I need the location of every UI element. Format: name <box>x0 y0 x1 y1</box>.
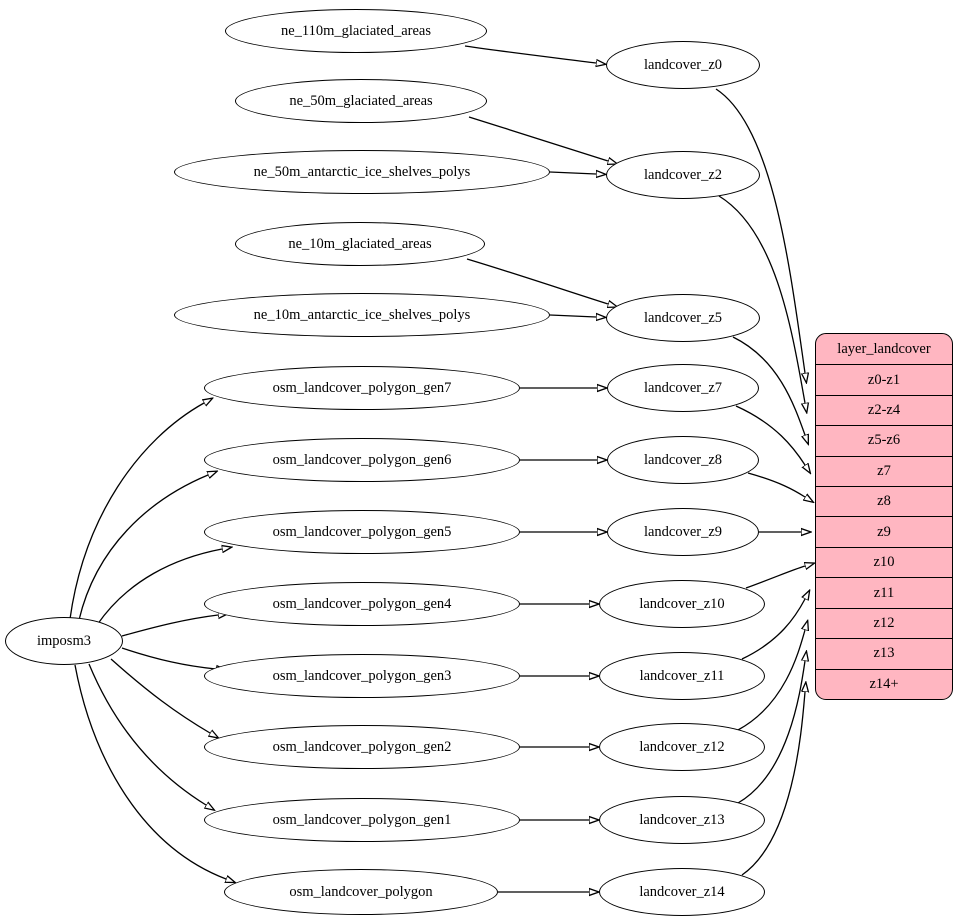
edge-imposm3-to-osm_landcover_polygon_gen2 <box>110 658 210 733</box>
edge-landcover_z12-to-layer_landcover-z12 <box>737 630 805 731</box>
edge-ne_50m_antarctic_ice_shelves_polys-to-landcover_z2 <box>549 172 596 174</box>
node-label: osm_landcover_polygon_gen2 <box>272 738 452 755</box>
node-osm-landcover-polygon-gen5: osm_landcover_polygon_gen5 <box>204 510 520 554</box>
node-landcover-z13: landcover_z13 <box>599 796 765 844</box>
node-osm-landcover-polygon-gen6: osm_landcover_polygon_gen6 <box>204 438 520 482</box>
node-label: ne_10m_glaciated_areas <box>288 235 432 252</box>
node-landcover-z8: landcover_z8 <box>607 436 759 484</box>
node-label: landcover_z0 <box>643 56 723 73</box>
edge-landcover_z13-to-layer_landcover-z13 <box>737 661 805 804</box>
node-label: osm_landcover_polygon_gen6 <box>272 451 452 468</box>
node-label: landcover_z9 <box>643 523 723 540</box>
edge-landcover_z8-to-layer_landcover-z8 <box>747 472 805 497</box>
node-landcover-z12: landcover_z12 <box>599 723 765 771</box>
table-row-z5-z6: z5-z6 <box>816 425 952 455</box>
node-label: landcover_z10 <box>639 595 725 612</box>
node-imposm3: imposm3 <box>5 617 123 665</box>
node-label: osm_landcover_polygon_gen5 <box>272 523 452 540</box>
node-label: landcover_z8 <box>643 451 723 468</box>
node-osm-landcover-polygon: osm_landcover_polygon <box>224 869 498 915</box>
table-header: layer_landcover <box>837 340 931 357</box>
node-label: osm_landcover_polygon_gen7 <box>272 379 452 396</box>
node-ne-10m-glaciated-areas: ne_10m_glaciated_areas <box>235 222 485 266</box>
node-landcover-z9: landcover_z9 <box>607 508 759 556</box>
layer-landcover-table: layer_landcover z0-z1 z2-z4 z5-z6 z7 z8 … <box>815 333 953 700</box>
node-label: landcover_z11 <box>639 667 725 684</box>
node-ne-50m-glaciated-areas: ne_50m_glaciated_areas <box>235 79 487 123</box>
edge-imposm3-to-osm_landcover_polygon_gen4 <box>121 615 218 637</box>
edge-imposm3-to-osm_landcover_polygon_gen6 <box>78 475 208 621</box>
node-label: ne_10m_antarctic_ice_shelves_polys <box>253 306 471 323</box>
edge-landcover_z2-to-layer_landcover-z2-z4 <box>718 195 805 403</box>
node-landcover-z10: landcover_z10 <box>599 580 765 628</box>
edge-landcover_z0-to-layer_landcover-z0-z1 <box>715 88 805 373</box>
edge-imposm3-to-osm_landcover_polygon_gen1 <box>88 663 206 805</box>
node-label: ne_110m_glaciated_areas <box>280 22 432 39</box>
node-osm-landcover-polygon-gen1: osm_landcover_polygon_gen1 <box>204 798 520 842</box>
node-label: osm_landcover_polygon_gen3 <box>272 667 452 684</box>
edge-imposm3-to-osm_landcover_polygon_gen3 <box>121 647 216 669</box>
node-osm-landcover-polygon-gen7: osm_landcover_polygon_gen7 <box>204 366 520 410</box>
node-label: landcover_z13 <box>639 811 725 828</box>
table-row-z12: z12 <box>816 607 952 638</box>
table-row-z11: z11 <box>816 577 952 607</box>
edge-imposm3-to-osm_landcover_polygon_gen7 <box>69 403 204 620</box>
node-label: osm_landcover_polygon_gen4 <box>272 595 452 612</box>
edge-ne_10m_glaciated_areas-to-landcover_z5 <box>466 258 608 304</box>
table-row-z2-z4: z2-z4 <box>816 394 952 425</box>
node-label: ne_50m_antarctic_ice_shelves_polys <box>253 163 471 180</box>
table-row-z13: z13 <box>816 638 952 668</box>
node-label: landcover_z14 <box>639 883 725 900</box>
node-label: landcover_z7 <box>643 379 723 396</box>
node-osm-landcover-polygon-gen4: osm_landcover_polygon_gen4 <box>204 582 520 626</box>
node-landcover-z7: landcover_z7 <box>607 364 759 412</box>
edge-ne_50m_glaciated_areas-to-landcover_z2 <box>468 116 608 161</box>
edge-ne_110m_glaciated_areas-to-landcover_z0 <box>464 45 596 63</box>
node-landcover-z2: landcover_z2 <box>606 151 760 199</box>
node-label: landcover_z12 <box>639 738 725 755</box>
edge-ne_10m_antarctic_ice_shelves_polys-to-landcover_z5 <box>549 315 596 317</box>
node-ne-50m-antarctic-ice-shelves-polys: ne_50m_antarctic_ice_shelves_polys <box>174 150 550 194</box>
node-label: landcover_z2 <box>643 166 723 183</box>
node-osm-landcover-polygon-gen2: osm_landcover_polygon_gen2 <box>204 725 520 769</box>
node-osm-landcover-polygon-gen3: osm_landcover_polygon_gen3 <box>204 654 520 698</box>
node-label: osm_landcover_polygon <box>289 883 433 900</box>
node-landcover-z11: landcover_z11 <box>599 652 765 700</box>
edge-landcover_z5-to-layer_landcover-z5-z6 <box>732 336 805 435</box>
table-row-z10: z10 <box>816 546 952 577</box>
node-label: imposm3 <box>37 632 91 649</box>
edge-imposm3-to-osm_landcover_polygon_gen5 <box>96 549 222 626</box>
node-label: landcover_z5 <box>643 309 723 326</box>
node-label: ne_50m_glaciated_areas <box>289 92 433 109</box>
node-landcover-z0: landcover_z0 <box>606 41 760 89</box>
edge-landcover_z14-to-layer_landcover-z14+ <box>741 692 805 876</box>
node-ne-10m-antarctic-ice-shelves-polys: ne_10m_antarctic_ice_shelves_polys <box>174 293 550 337</box>
table-row-z0-z1: z0-z1 <box>816 364 952 394</box>
node-landcover-z14: landcover_z14 <box>599 868 765 916</box>
edge-imposm3-to-osm_landcover_polygon <box>74 664 226 879</box>
table-row-z8: z8 <box>816 486 952 516</box>
node-label: osm_landcover_polygon_gen1 <box>272 811 452 828</box>
table-row-z9: z9 <box>816 516 952 546</box>
edge-landcover_z11-to-layer_landcover-z11 <box>741 599 805 660</box>
table-row-z7: z7 <box>816 455 952 486</box>
edge-landcover_z7-to-layer_landcover-z7 <box>735 405 805 465</box>
edge-landcover_z10-to-layer_landcover-z10 <box>745 566 805 589</box>
node-ne-110m-glaciated-areas: ne_110m_glaciated_areas <box>225 9 487 53</box>
node-landcover-z5: landcover_z5 <box>606 294 760 342</box>
table-row-z14plus: z14+ <box>816 668 952 699</box>
